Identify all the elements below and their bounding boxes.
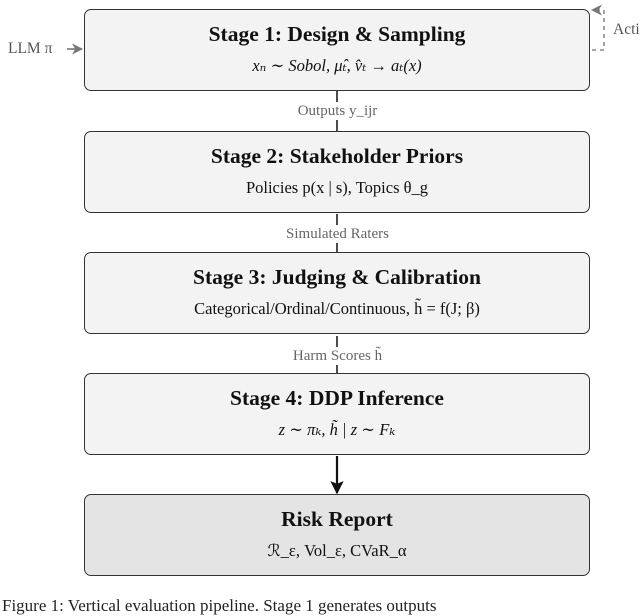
stage-2-title: Stage 2: Stakeholder Priors	[210, 144, 464, 168]
risk-report-box: Risk Report ℛ_ε, Vol_ε, CVaR_α	[84, 494, 590, 576]
figure-caption: Figure 1: Vertical evaluation pipeline. …	[2, 596, 437, 615]
stage-4-formula: z ∼ πₖ, h̃ | z ∼ Fₖ	[278, 420, 396, 439]
stage-3-box: Stage 3: Judging & Calibration Categoric…	[84, 252, 590, 334]
stage-4-title: Stage 4: DDP Inference	[230, 386, 444, 410]
stage-3-title: Stage 3: Judging & Calibration	[193, 265, 481, 289]
edge-label-outputs: Outputs y_ijr	[200, 102, 475, 120]
feedback-loop-arrow	[590, 4, 605, 51]
llm-input-label: LLM π	[8, 40, 53, 57]
stage-2-box: Stage 2: Stakeholder Priors Policies p(x…	[84, 131, 590, 213]
stage-1-title: Stage 1: Design & Sampling	[208, 22, 466, 46]
feedback-label: Acti	[613, 21, 640, 38]
risk-report-title: Risk Report	[281, 507, 393, 531]
stage-3-formula: Categorical/Ordinal/Continuous, h̃ = f(J…	[194, 299, 480, 318]
stage-4-box: Stage 4: DDP Inference z ∼ πₖ, h̃ | z ∼ …	[84, 373, 590, 455]
edge-label-simulated-raters: Simulated Raters	[200, 225, 475, 243]
stage-1-box: Stage 1: Design & Sampling xₙ ∼ Sobol, μ…	[84, 9, 590, 91]
risk-report-formula: ℛ_ε, Vol_ε, CVaR_α	[267, 541, 407, 560]
edge-label-harm-scores: Harm Scores h̃	[200, 347, 475, 365]
stage-1-formula: xₙ ∼ Sobol, μ̂ₜ, v̂ₜ → aₜ(x)	[252, 56, 422, 75]
stage-2-formula: Policies p(x | s), Topics θ_g	[245, 178, 429, 197]
